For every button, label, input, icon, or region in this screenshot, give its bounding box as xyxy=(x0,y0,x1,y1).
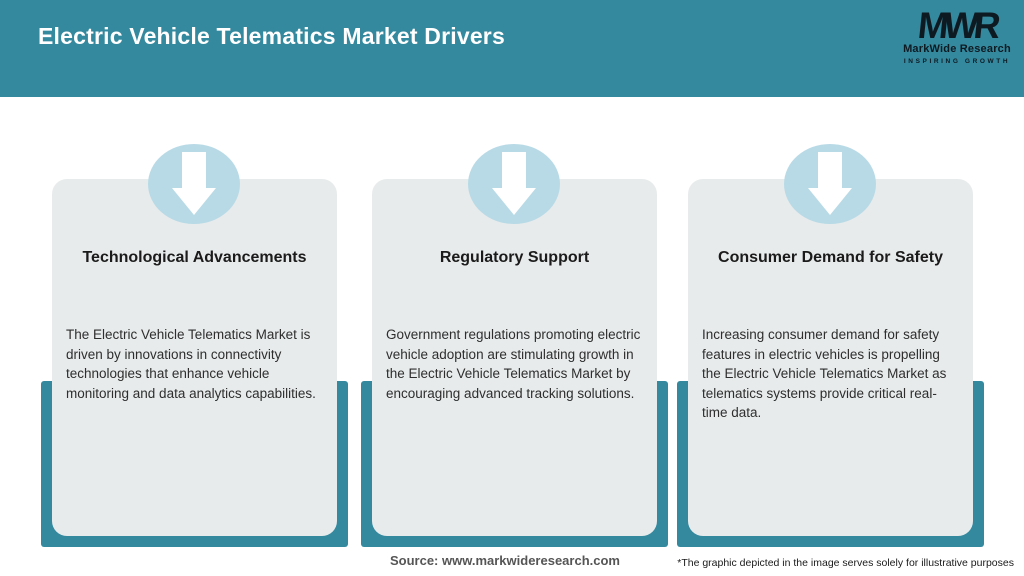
driver-card-regulatory-support: Regulatory Support Government regulation… xyxy=(372,179,657,536)
markwide-research-logo: MWR MarkWide Research INSPIRING GROWTH xyxy=(902,5,1012,66)
logo-tagline: INSPIRING GROWTH xyxy=(903,58,1011,65)
card-description: The Electric Vehicle Telematics Market i… xyxy=(66,327,316,401)
card-title: Regulatory Support xyxy=(439,249,590,266)
driver-card-technological-advancements: Technological Advancements The Electric … xyxy=(52,179,337,536)
logo-name: MarkWide Research xyxy=(903,43,1011,55)
driver-card-consumer-demand-for-safety: Consumer Demand for Safety Increasing co… xyxy=(688,179,973,536)
card-title: Consumer Demand for Safety xyxy=(718,249,943,266)
down-arrow-icon xyxy=(148,144,240,224)
card-title: Technological Advancements xyxy=(82,249,307,266)
down-arrow-icon xyxy=(784,144,876,224)
down-arrow-icon xyxy=(468,144,560,224)
header-bar: Electric Vehicle Telematics Market Drive… xyxy=(0,0,1024,97)
disclaimer-text: *The graphic depicted in the image serve… xyxy=(677,557,1014,569)
card-description: Government regulations promoting electri… xyxy=(386,327,641,401)
page-title: Electric Vehicle Telematics Market Drive… xyxy=(38,23,505,49)
card-description: Increasing consumer demand for safety fe… xyxy=(702,327,947,420)
logo-monogram: MWR xyxy=(916,5,998,46)
source-text: Source: www.markwideresearch.com xyxy=(389,553,620,568)
